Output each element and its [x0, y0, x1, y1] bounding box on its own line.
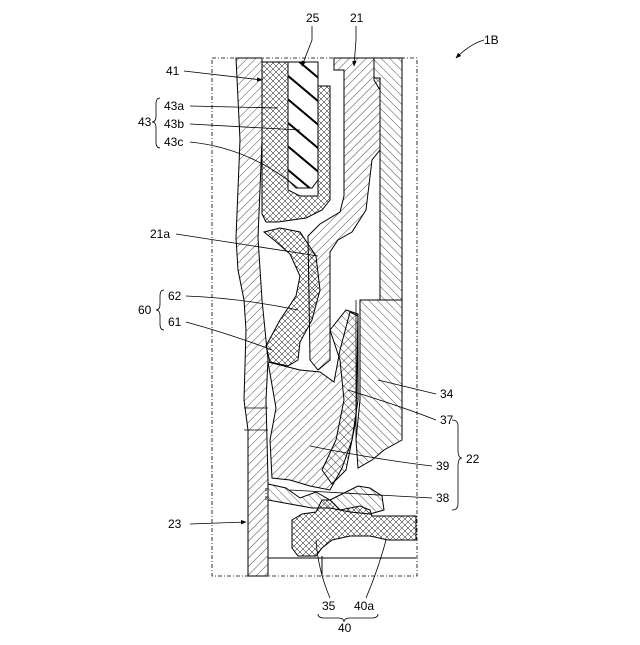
pin-40 [292, 500, 416, 556]
label-41: 41 [166, 64, 180, 78]
label-39: 39 [436, 459, 450, 473]
label-40: 40 [338, 621, 352, 635]
label-25: 25 [306, 11, 320, 25]
label-43a: 43a [164, 99, 184, 113]
label-61: 61 [168, 315, 182, 329]
label-43c: 43c [164, 135, 183, 149]
label-22: 22 [466, 452, 480, 466]
label-38: 38 [436, 491, 450, 505]
label-35: 35 [322, 599, 336, 613]
label-1B: 1B [484, 33, 499, 47]
label-37: 37 [440, 413, 454, 427]
label-34: 34 [440, 387, 454, 401]
label-43: 43 [138, 115, 152, 129]
label-21a: 21a [150, 227, 170, 241]
label-40a: 40a [354, 599, 374, 613]
label-21: 21 [350, 11, 364, 25]
member-25 [288, 62, 318, 188]
label-43b: 43b [164, 117, 184, 131]
label-23: 23 [168, 517, 182, 531]
label-60: 60 [138, 303, 152, 317]
label-62: 62 [168, 289, 182, 303]
